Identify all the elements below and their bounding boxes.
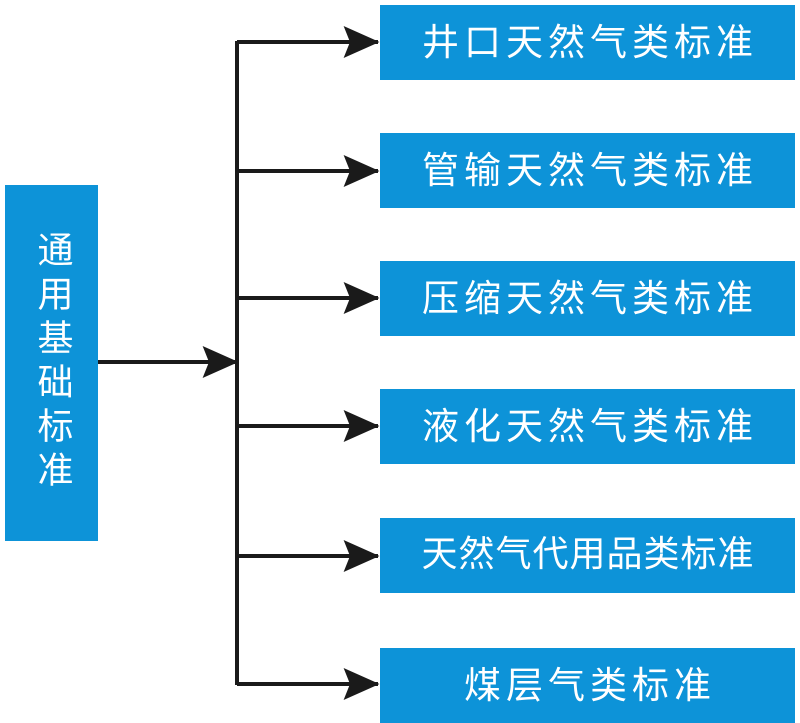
child-node-coalbed-methane[interactable]: 煤层气类标准 <box>380 648 795 723</box>
child-node-label: 井口天然气类标准 <box>422 20 758 64</box>
child-node-label: 压缩天然气类标准 <box>422 276 758 320</box>
child-node-label: 天然气代用品类标准 <box>421 534 755 576</box>
child-node-liquefied-gas[interactable]: 液化天然气类标准 <box>380 389 795 464</box>
child-node-label: 煤层气类标准 <box>464 663 716 707</box>
child-node-label: 液化天然气类标准 <box>422 404 758 448</box>
root-node-label: 通用基础标准 <box>31 231 73 495</box>
child-node-pipeline-gas[interactable]: 管输天然气类标准 <box>380 133 795 208</box>
child-node-wellhead-gas[interactable]: 井口天然气类标准 <box>380 5 795 80</box>
root-node[interactable]: 通用基础标准 <box>5 185 98 541</box>
child-node-gas-substitute[interactable]: 天然气代用品类标准 <box>380 518 795 593</box>
child-node-compressed-gas[interactable]: 压缩天然气类标准 <box>380 261 795 336</box>
child-node-label: 管输天然气类标准 <box>422 148 758 192</box>
